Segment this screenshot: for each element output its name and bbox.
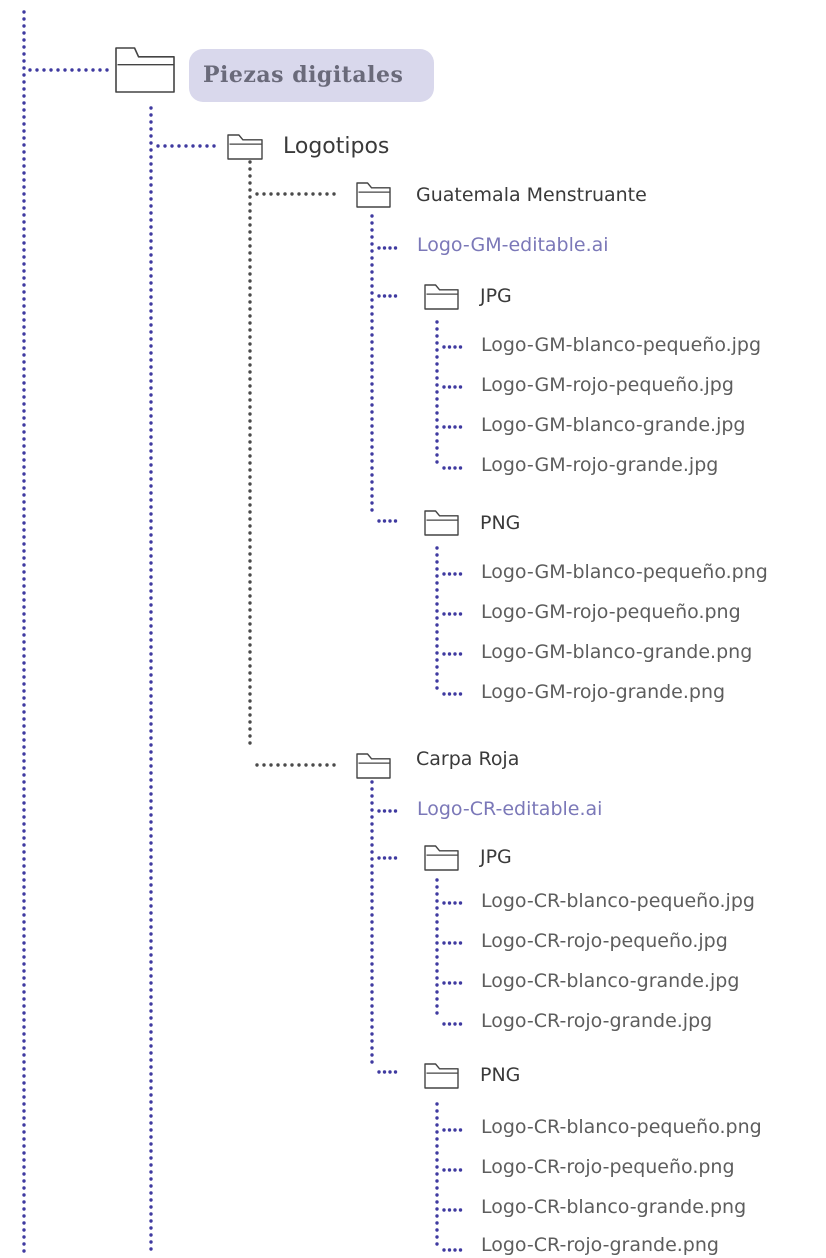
file-gm-png-3[interactable]: Logo-GM-blanco-grande.png — [481, 641, 753, 663]
folder-label-carpa-roja[interactable]: Carpa Roja — [416, 748, 520, 770]
branch-gm-jpg-file-1 — [442, 345, 463, 349]
branch-to-gm-png — [377, 519, 398, 523]
branch-gm-jpg-file-3 — [442, 425, 463, 429]
branch-gm-png-file-1 — [442, 572, 463, 576]
folder-label-cr-png[interactable]: PNG — [480, 1064, 521, 1086]
trunk-line-gm-png — [435, 546, 439, 690]
folder-icon-gm-png — [424, 510, 459, 536]
trunk-line-piezas — [149, 106, 153, 1251]
file-gm-editable[interactable]: Logo-GM-editable.ai — [417, 234, 609, 256]
branch-cr-png-file-3 — [442, 1208, 463, 1212]
folder-label-gm-png[interactable]: PNG — [480, 512, 521, 534]
file-cr-jpg-3[interactable]: Logo-CR-blanco-grande.jpg — [481, 970, 740, 992]
branch-to-cr-editable — [377, 809, 398, 813]
file-cr-jpg-2[interactable]: Logo-CR-rojo-pequeño.jpg — [481, 930, 728, 952]
branch-to-cr-png — [377, 1070, 398, 1074]
branch-to-gm-jpg — [377, 294, 398, 298]
branch-gm-png-file-3 — [442, 652, 463, 656]
branch-to-cr-jpg — [377, 856, 398, 860]
branch-gm-png-file-4 — [442, 692, 463, 696]
file-gm-jpg-2[interactable]: Logo-GM-rojo-pequeño.jpg — [481, 374, 734, 396]
file-cr-png-2[interactable]: Logo-CR-rojo-pequeño.png — [481, 1156, 735, 1178]
tree-folder-icons — [115, 47, 459, 1089]
trunk-line-gm — [370, 214, 374, 512]
folder-icon-logotipos — [227, 134, 263, 160]
trunk-line-cr — [370, 780, 374, 1064]
folder-label-gm-jpg[interactable]: JPG — [480, 285, 512, 307]
branch-to-logotipos — [156, 144, 216, 148]
folder-icon-gm-jpg — [424, 284, 459, 310]
file-gm-jpg-4[interactable]: Logo-GM-rojo-grande.jpg — [481, 454, 719, 476]
branch-to-guatemala — [255, 192, 336, 196]
branch-cr-jpg-file-4 — [442, 1022, 463, 1026]
folder-icon-cr-png — [424, 1063, 459, 1089]
branch-gm-png-file-2 — [442, 612, 463, 616]
branch-gm-jpg-file-4 — [442, 466, 463, 470]
trunk-line-gm-jpg — [435, 320, 439, 464]
root-folder-label[interactable]: Piezas digitales — [189, 49, 434, 102]
branch-cr-png-file-1 — [442, 1128, 463, 1132]
branch-to-gm-editable — [377, 246, 398, 250]
folder-label-cr-jpg[interactable]: JPG — [480, 846, 512, 868]
file-gm-png-1[interactable]: Logo-GM-blanco-pequeño.png — [481, 561, 768, 583]
folder-icon-guatemala-menstruante — [356, 182, 391, 208]
file-cr-png-3[interactable]: Logo-CR-blanco-grande.png — [481, 1196, 747, 1218]
folder-icon-cr-jpg — [424, 845, 459, 871]
trunk-line-cr-png — [435, 1102, 439, 1246]
file-cr-jpg-4[interactable]: Logo-CR-rojo-grande.jpg — [481, 1010, 713, 1032]
folder-icon-piezas-digitales — [115, 47, 175, 93]
branch-cr-jpg-file-2 — [442, 941, 463, 945]
file-cr-jpg-1[interactable]: Logo-CR-blanco-pequeño.jpg — [481, 890, 755, 912]
trunk-line-root — [22, 10, 26, 1253]
file-gm-png-2[interactable]: Logo-GM-rojo-pequeño.png — [481, 601, 741, 623]
branch-cr-jpg-file-1 — [442, 901, 463, 905]
file-gm-jpg-1[interactable]: Logo-GM-blanco-pequeño.jpg — [481, 334, 762, 356]
branch-cr-jpg-file-3 — [442, 981, 463, 985]
file-gm-png-4[interactable]: Logo-GM-rojo-grande.png — [481, 681, 726, 703]
file-cr-png-1[interactable]: Logo-CR-blanco-pequeño.png — [481, 1116, 762, 1138]
trunk-line-logotipos — [248, 160, 252, 745]
folder-label-logotipos[interactable]: Logotipos — [283, 134, 390, 159]
trunk-line-cr-jpg — [435, 878, 439, 1015]
file-gm-jpg-3[interactable]: Logo-GM-blanco-grande.jpg — [481, 414, 746, 436]
file-cr-editable[interactable]: Logo-CR-editable.ai — [417, 798, 603, 820]
file-cr-png-4[interactable]: Logo-CR-rojo-grande.png — [481, 1234, 719, 1256]
folder-icon-carpa-roja — [356, 753, 391, 779]
branch-root-to-piezas — [28, 68, 109, 72]
branch-gm-jpg-file-2 — [442, 385, 463, 389]
branch-cr-png-file-4 — [442, 1248, 463, 1252]
branch-cr-png-file-2 — [442, 1168, 463, 1172]
folder-label-guatemala-menstruante[interactable]: Guatemala Menstruante — [416, 184, 647, 206]
root-folder-text: Piezas digitales — [203, 62, 404, 88]
branch-to-carpa-roja — [255, 763, 336, 767]
tree-connectors — [22, 10, 463, 1253]
